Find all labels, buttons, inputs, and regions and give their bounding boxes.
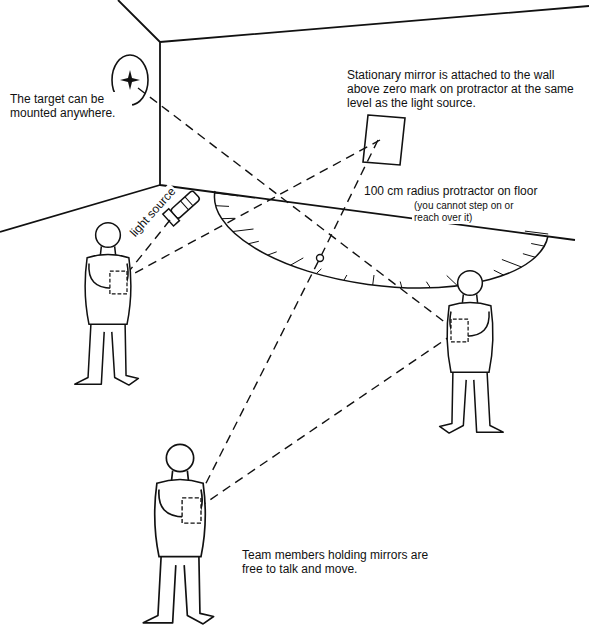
light-path bbox=[138, 88, 455, 330]
protractor-tick bbox=[523, 254, 535, 258]
flashlight-grip bbox=[180, 197, 192, 210]
flashlight-head bbox=[163, 209, 180, 226]
team-note: Team members holding mirrors are free to… bbox=[240, 548, 439, 576]
mirror-note: Stationary mirror is attached to the wal… bbox=[345, 68, 581, 110]
light-path bbox=[198, 335, 452, 508]
light-paths bbox=[122, 88, 455, 508]
protractor-tick bbox=[344, 275, 347, 280]
person-right bbox=[440, 271, 504, 433]
protractor-tick bbox=[316, 269, 321, 274]
protractor-note: (you cannot step on or reach over it) bbox=[412, 200, 534, 224]
protractor-tick bbox=[233, 229, 254, 232]
target-star bbox=[120, 70, 140, 90]
protractor-tick bbox=[216, 205, 229, 207]
protractor-label: 100 cm radius protractor on floor bbox=[362, 184, 566, 198]
protractor-tick bbox=[494, 270, 504, 275]
protractor-tick bbox=[222, 218, 235, 219]
protractor-tick bbox=[373, 275, 374, 285]
light-path bbox=[195, 140, 378, 505]
protractor-tick bbox=[426, 282, 430, 288]
light-path bbox=[122, 140, 380, 280]
target-note: The target can be mounted anywhere. bbox=[8, 92, 132, 120]
protractor-tick bbox=[400, 282, 402, 288]
protractor-tick bbox=[525, 231, 548, 234]
protractor-tick bbox=[502, 260, 522, 268]
protractor-tick bbox=[447, 276, 458, 286]
protractor-tick bbox=[215, 193, 238, 196]
protractor-tick bbox=[531, 244, 544, 247]
protractor-tick bbox=[268, 252, 277, 255]
protractor-tick bbox=[291, 258, 304, 265]
room-edge bbox=[0, 0, 589, 240]
protractor-tick bbox=[248, 241, 259, 244]
protractor-center-dot bbox=[317, 255, 324, 262]
light-source-label: light source bbox=[126, 183, 180, 241]
person-bottom bbox=[143, 444, 213, 624]
person-left bbox=[75, 223, 139, 385]
